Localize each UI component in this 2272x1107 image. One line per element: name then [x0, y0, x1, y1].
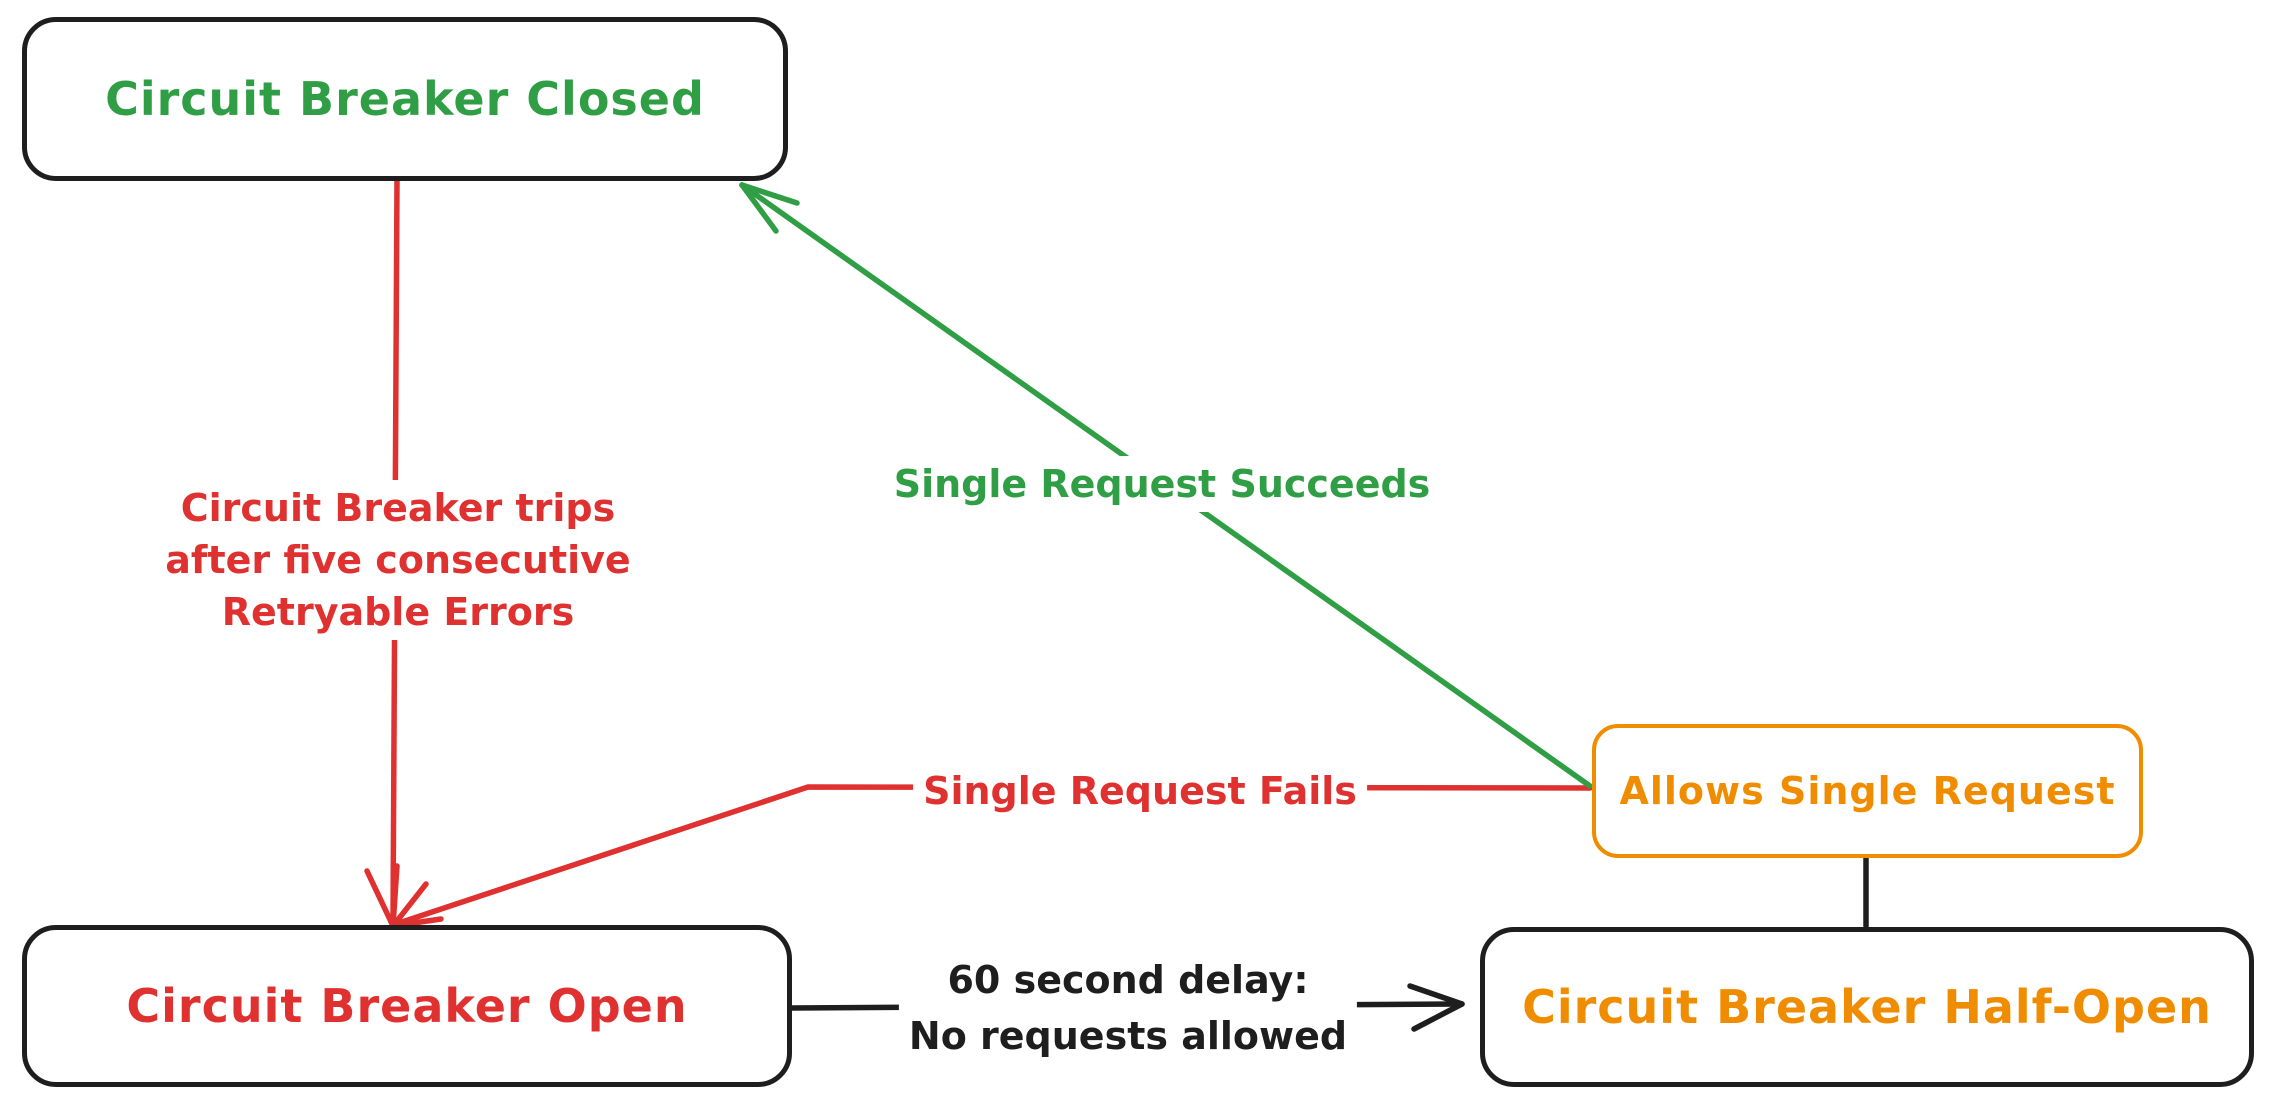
node-label: Allows Single Request [1619, 769, 2116, 813]
node-label: Circuit Breaker Closed [105, 72, 705, 126]
edge-label-line: 60 second delay: [947, 958, 1309, 1002]
edge-label-line: after five consecutive [165, 538, 631, 582]
node-circuit-breaker-half-open: Circuit Breaker Half-Open [1480, 927, 2254, 1087]
edge-label-trips: Circuit Breaker trips after five consecu… [155, 480, 641, 640]
edge-label-line: Retryable Errors [221, 590, 575, 634]
edge-label-succeeds: Single Request Succeeds [883, 456, 1441, 512]
node-circuit-breaker-closed: Circuit Breaker Closed [22, 17, 788, 181]
node-circuit-breaker-open: Circuit Breaker Open [22, 925, 792, 1087]
edge-label-fails: Single Request Fails [913, 763, 1367, 819]
edge-label-line: Circuit Breaker trips [180, 486, 616, 530]
node-label: Circuit Breaker Open [126, 979, 688, 1033]
node-allows-single-request: Allows Single Request [1592, 724, 2143, 858]
edge-label-line: No requests allowed [908, 1014, 1348, 1058]
edge-label-delay: 60 second delay: No requests allowed [898, 950, 1358, 1066]
node-label: Circuit Breaker Half-Open [1522, 980, 2212, 1034]
